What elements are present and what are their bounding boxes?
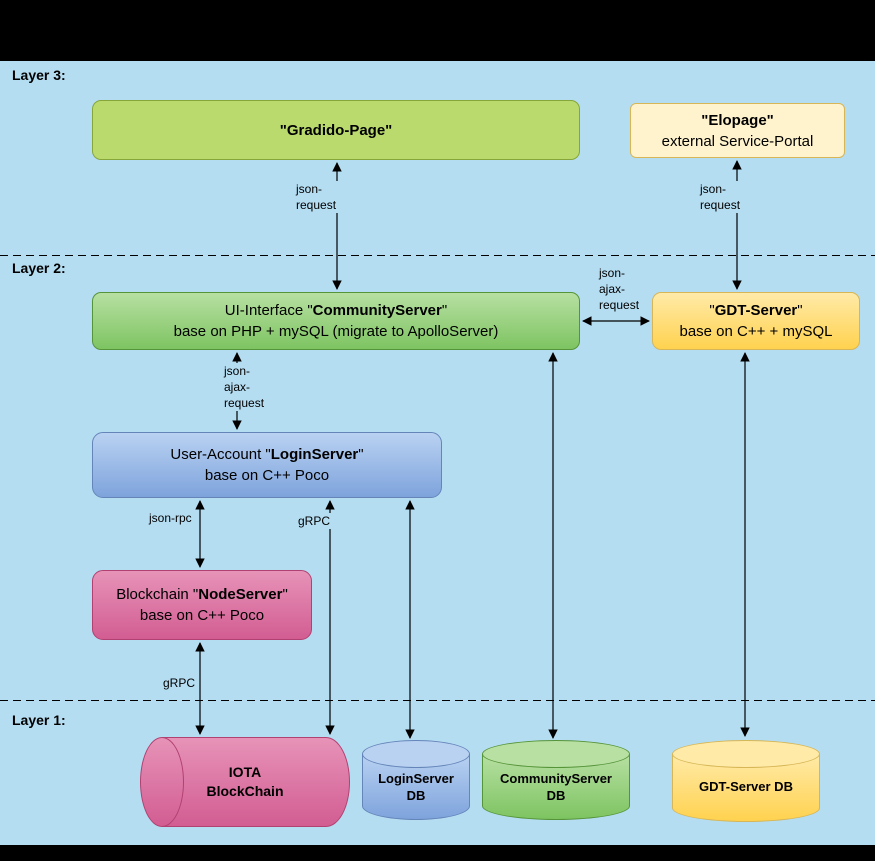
cylinder-communityserver-db: CommunityServer DB	[482, 740, 630, 820]
cylinder-loginserver-db: LoginServer DB	[362, 740, 470, 820]
loginserver-db-label: LoginServer DB	[378, 771, 454, 803]
login-server-subtitle: base on C++ Poco	[204, 467, 330, 484]
edge-label-grpc-node: gRPC	[161, 675, 198, 691]
layer-label-2: Layer 2:	[12, 260, 66, 276]
node-community-server: UI-Interface "CommunityServer" base on P…	[92, 292, 580, 350]
edge-label-json-request-gradido: json- request	[294, 181, 339, 213]
node-login-server: User-Account "LoginServer" base on C++ P…	[92, 432, 442, 498]
community-server-title: UI-Interface "CommunityServer"	[224, 302, 448, 319]
cylinder-gdtserver-db: GDT-Server DB	[672, 740, 820, 822]
edge-label-grpc-login: gRPC	[296, 513, 333, 529]
edge-label-json-request-elopage: json- request	[698, 181, 743, 213]
elopage-subtitle: external Service-Portal	[661, 132, 814, 150]
communityserver-db-body	[482, 754, 630, 820]
gdtserver-db-label: GDT-Server DB	[699, 779, 793, 794]
layer-label-3: Layer 3:	[12, 67, 66, 83]
communityserver-db-top	[482, 740, 630, 768]
node-gdt-server: "GDT-Server" base on C++ + mySQL	[652, 292, 860, 350]
top-black-bar	[0, 0, 875, 61]
community-server-subtitle: base on PHP + mySQL (migrate to ApolloSe…	[173, 323, 499, 340]
layer-label-1: Layer 1:	[12, 712, 66, 728]
iota-cylinder-cap	[140, 737, 184, 827]
gdt-server-title: "GDT-Server"	[709, 302, 803, 319]
bottom-black-bar	[0, 845, 875, 861]
login-server-title: User-Account "LoginServer"	[170, 446, 364, 463]
iota-label: IOTA BlockChain	[206, 764, 284, 799]
node-elopage: "Elopage" external Service-Portal	[630, 103, 845, 158]
gdt-server-subtitle: base on C++ + mySQL	[679, 323, 833, 340]
edge-label-json-ajax-request-cs-login: json- ajax- request	[222, 363, 267, 411]
loginserver-db-body	[362, 754, 470, 820]
loginserver-db-top	[362, 740, 470, 768]
node-node-server: Blockchain "NodeServer" base on C++ Poco	[92, 570, 312, 640]
gradido-page-title: "Gradido-Page"	[279, 121, 393, 139]
communityserver-db-label: CommunityServer DB	[500, 771, 612, 803]
elopage-title: "Elopage"	[701, 111, 774, 129]
iota-cylinder-body	[162, 737, 350, 827]
node-server-title: Blockchain "NodeServer"	[116, 586, 288, 603]
node-gradido-page: "Gradido-Page"	[92, 100, 580, 160]
gdtserver-db-top	[672, 740, 820, 768]
node-server-subtitle: base on C++ Poco	[139, 607, 265, 624]
edge-label-json-ajax-request-cs-gdt: json- ajax- request	[597, 265, 642, 313]
cylinder-iota-blockchain: IOTA BlockChain	[140, 737, 350, 827]
edge-label-json-rpc: json-rpc	[147, 510, 194, 526]
